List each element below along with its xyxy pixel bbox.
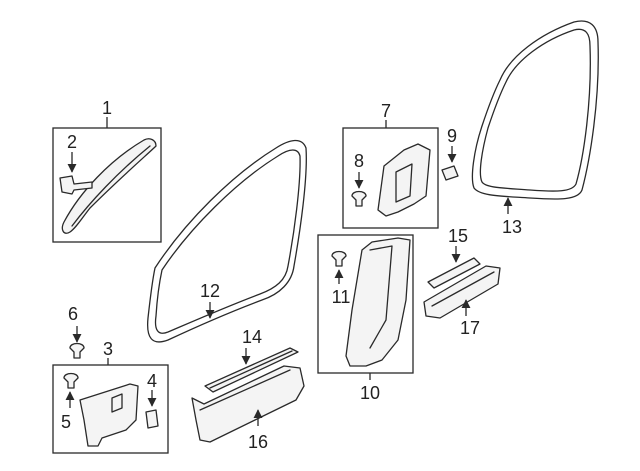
b-pillar-upper-recess [395, 163, 413, 203]
clip-5-part [63, 372, 79, 389]
callout-15: 15 [448, 226, 468, 246]
clip-2-part [59, 175, 93, 195]
callout-7: 7 [381, 101, 391, 121]
callout-14: 14 [242, 327, 262, 347]
weatherstrip-12-outer [146, 139, 307, 343]
a-pillar-trim-part [61, 138, 157, 234]
a-pillar-trim-edge [71, 145, 151, 227]
front-door-weatherstrip: 12 [146, 139, 307, 343]
callout-10: 10 [360, 383, 380, 403]
callout-9: 9 [447, 126, 457, 146]
rear-sill-plates: 15 17 [423, 226, 501, 338]
front-sill-plates: 14 16 [191, 327, 305, 452]
callout-5: 5 [61, 412, 71, 432]
b-pillar-lower-part [345, 237, 411, 367]
callout-13: 13 [502, 217, 522, 237]
callout-3: 3 [103, 339, 113, 359]
group-10-b-pillar-lower: 10 11 [317, 234, 414, 403]
clip-6-part [69, 342, 85, 359]
scuff-plate-16-part [191, 365, 305, 443]
clip-9: 9 [441, 126, 459, 181]
callout-12: 12 [200, 281, 220, 301]
callout-11: 11 [332, 287, 351, 307]
callout-4: 4 [147, 371, 157, 391]
group-3-box [52, 364, 169, 454]
b-pillar-lower-edge [369, 245, 393, 349]
weatherstrip-13-outer [471, 20, 599, 200]
kick-panel-slot [111, 393, 123, 413]
scuff-plate-17-edge [431, 271, 495, 307]
callout-6: 6 [68, 304, 78, 324]
group-3-lower-trim: 3 5 4 [52, 339, 169, 454]
b-pillar-upper-part [377, 143, 431, 217]
clip-8-part [351, 190, 367, 207]
weatherstrip-13-inner [479, 28, 591, 192]
group-7-b-pillar-upper: 7 8 [342, 101, 439, 229]
clip-11-part [331, 250, 347, 267]
group-1-a-pillar-trim: 1 2 [52, 98, 162, 243]
callout-16: 16 [248, 432, 268, 452]
tag-4-part [145, 409, 159, 429]
weatherstrip-12-inner [154, 149, 301, 334]
sill-plate-15-part [427, 257, 481, 289]
sill-plate-14-edge [209, 350, 293, 389]
callout-1: 1 [102, 98, 112, 118]
callout-8: 8 [354, 151, 364, 171]
callout-2: 2 [67, 132, 77, 152]
rear-door-weatherstrip: 13 [471, 20, 599, 237]
scuff-plate-16-edge [199, 369, 291, 411]
group-10-box [317, 234, 414, 374]
kick-panel-part [79, 383, 139, 447]
clip-6: 6 [68, 304, 85, 359]
callout-17: 17 [460, 318, 480, 338]
group-7-box [342, 127, 439, 229]
clip-9-part [441, 165, 459, 181]
